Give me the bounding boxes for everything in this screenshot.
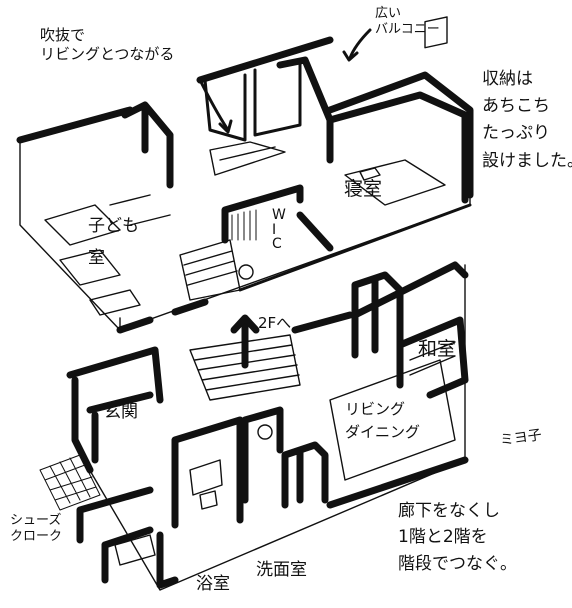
to-2f-label: 2Fへ	[258, 314, 292, 332]
atrium-railing	[209, 141, 286, 176]
upper-floor-back-wall	[16, 36, 334, 159]
bathtub	[114, 534, 156, 566]
lower-floor-back-wall	[66, 311, 354, 404]
bedroom-window	[424, 16, 448, 49]
wic-walls	[221, 184, 334, 252]
upper-floor-front-wall-right	[238, 203, 472, 292]
washroom-fixtures	[189, 459, 223, 510]
atrium-arrow	[198, 78, 230, 132]
entrance-label: 玄関	[104, 402, 138, 422]
kids-room-label: 子ども 室	[88, 216, 139, 269]
bedroom-bed	[344, 159, 446, 206]
kids-room-divider	[109, 194, 171, 226]
japanese-room-tatami	[409, 341, 456, 376]
entrance-tiles	[39, 454, 101, 511]
upper-floor-front-wall	[116, 298, 209, 334]
lower-floor-left-wall	[71, 376, 94, 474]
upper-stairs	[179, 239, 241, 301]
washroom-label: 洗面室	[256, 560, 307, 580]
kids-room-furniture	[44, 204, 141, 316]
bedroom-walls	[326, 91, 469, 204]
japanese-room-label: 和室	[418, 338, 457, 360]
bath-label: 浴室	[196, 574, 230, 594]
toilet-upper	[238, 264, 254, 280]
wic-label: W I C	[272, 207, 286, 253]
atrium-label: 吹抜で リビングとつながる	[40, 26, 175, 63]
japanese-room-walls	[396, 316, 469, 399]
closing-note: 廊下をなくし 1階と2階を 階段でつなぐ。	[398, 501, 517, 574]
storage-note: 収納は あちこち たっぷり 設けました。	[482, 69, 572, 171]
bath-walls	[101, 531, 164, 589]
main-stairs	[189, 334, 301, 401]
balcony-arrow-head	[342, 50, 359, 62]
atrium-arrow-head	[218, 119, 233, 134]
toilet-room-walls	[241, 406, 284, 504]
lower-pillar-right	[351, 271, 404, 359]
living-dining-area	[329, 359, 456, 481]
balcony-label: 広い バルコニー	[375, 6, 440, 38]
atrium-walls	[203, 58, 302, 142]
balcony-arrow	[348, 28, 372, 60]
living-dining-label: リビング ダイニング	[345, 400, 421, 442]
lower-floor	[39, 261, 469, 591]
shoe-cloak-label: シューズ クローク	[10, 513, 63, 545]
stairs-up-arrow-head	[230, 314, 260, 334]
upper-floor	[16, 16, 474, 334]
kids-room-pillar	[121, 101, 174, 189]
bedroom-label: 寝室	[344, 178, 383, 200]
wic-shelves	[231, 209, 257, 241]
entrance-walls	[86, 391, 154, 464]
upper-floor-right-wall	[326, 71, 474, 199]
lower-pillar-left	[281, 441, 329, 509]
lower-floor-right-wall	[351, 261, 469, 319]
shoe-cloak-walls	[76, 486, 154, 549]
toilet-lower	[257, 424, 273, 440]
washroom-walls	[171, 416, 244, 529]
